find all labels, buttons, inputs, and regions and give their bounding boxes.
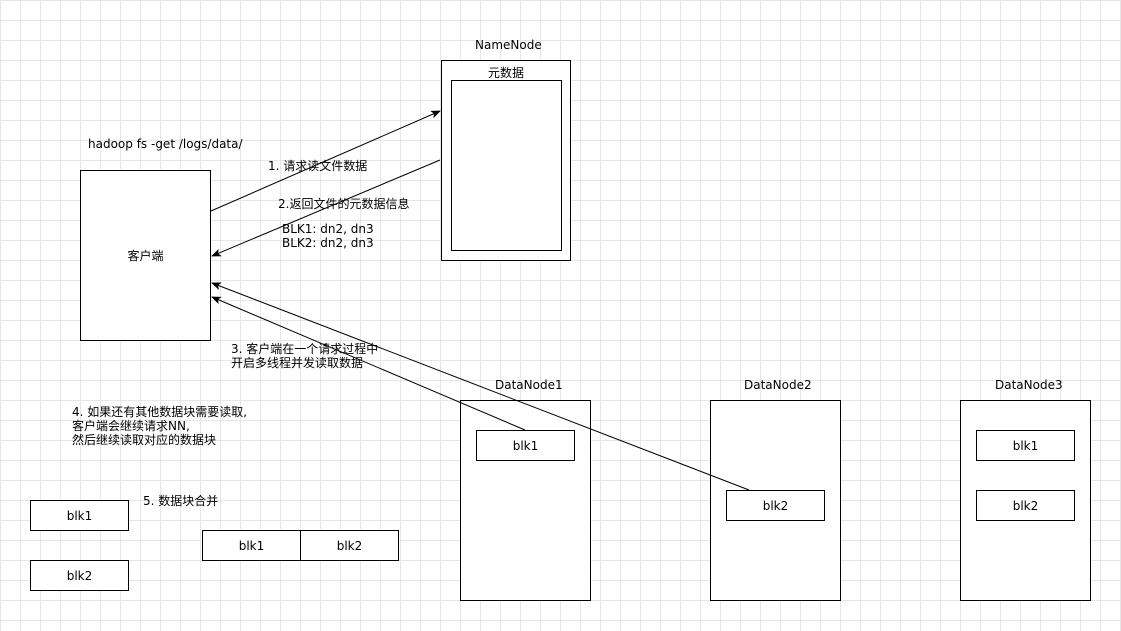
datanode2-title: DataNode2 [744,378,812,392]
local-block-1: blk1 [30,500,129,531]
step1-label: 1. 请求读文件数据 [268,159,368,173]
command-label: hadoop fs -get /logs/data/ [88,137,243,151]
datanode1-title: DataNode1 [495,378,563,392]
metadata-box [451,80,562,251]
step4-line2: 客户端会继续请求NN, [72,419,190,433]
block-label: blk2 [762,498,789,513]
merged-block-1: blk1 [202,530,301,561]
block-label: blk1 [66,508,93,523]
step4-line3: 然后继续读取对应的数据块 [72,433,217,447]
datanode3-block-1: blk1 [976,430,1075,461]
step5-label: 5. 数据块合并 [143,494,219,508]
datanode3-title: DataNode3 [995,378,1063,392]
local-block-2: blk2 [30,560,129,591]
namenode-title: NameNode [475,38,542,52]
blk1-location-label: BLK1: dn2, dn3 [282,222,374,236]
block-label: blk1 [512,438,539,453]
namenode-box: 元数据 [441,60,571,261]
metadata-label: 元数据 [487,66,525,80]
block-label: blk1 [1012,438,1039,453]
block-label: blk2 [66,568,93,583]
step4-line1: 4. 如果还有其他数据块需要读取, [72,405,248,419]
datanode2-block: blk2 [726,490,825,521]
step2-label: 2.返回文件的元数据信息 [278,197,410,211]
client-box: 客户端 [80,170,211,341]
client-label: 客户端 [127,249,164,263]
step3-line1: 3. 客户端在一个请求过程中 [231,342,379,356]
block-label: blk1 [238,538,265,553]
merged-block-2: blk2 [300,530,399,561]
datanode1-block: blk1 [476,430,575,461]
block-label: blk2 [1012,498,1039,513]
datanode3-block-2: blk2 [976,490,1075,521]
block-label: blk2 [336,538,363,553]
step3-line2: 开启多线程并发读取数据 [231,356,364,370]
blk2-location-label: BLK2: dn2, dn3 [282,236,374,250]
